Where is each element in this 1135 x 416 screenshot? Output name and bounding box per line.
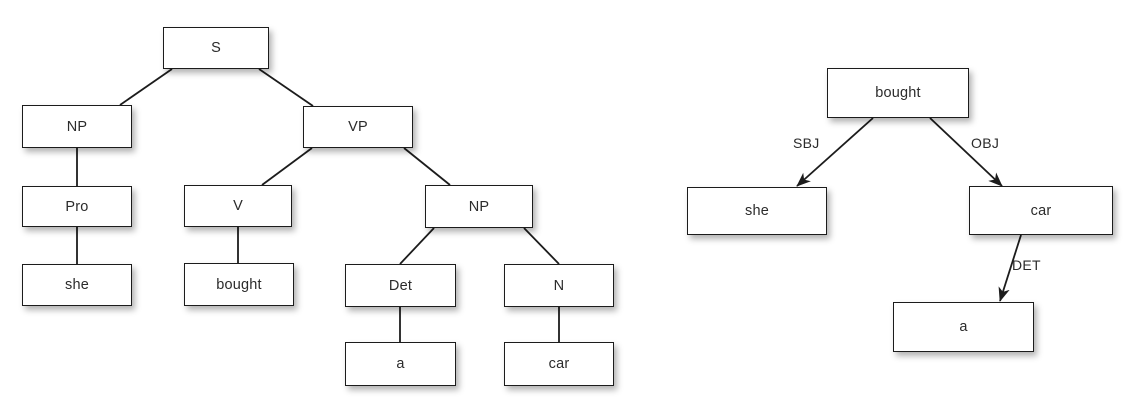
constituency-node-v[interactable]: V (184, 185, 292, 227)
constituency-edge-np2-det (399, 227, 435, 265)
node-label: she (745, 203, 769, 219)
constituency-node-a[interactable]: a (345, 342, 456, 386)
node-label: car (1030, 202, 1052, 219)
dependency-node-bought[interactable]: bought (827, 68, 969, 118)
dependency-edge-car-a (998, 234, 1022, 302)
constituency-node-car[interactable]: car (504, 342, 614, 386)
node-label: she (65, 277, 89, 293)
dependency-node-she[interactable]: she (687, 187, 827, 235)
constituency-node-n[interactable]: N (504, 264, 614, 307)
node-label: Det (388, 277, 413, 294)
dependency-node-car[interactable]: car (969, 186, 1113, 235)
constituency-edge-s-vp (258, 68, 314, 107)
node-label: NP (66, 118, 88, 135)
dependency-node-a[interactable]: a (893, 302, 1034, 352)
node-label: S (211, 40, 221, 56)
node-label: bought (216, 276, 262, 293)
node-label: V (233, 198, 243, 214)
constituency-edge-group (76, 68, 560, 342)
constituency-node-np1[interactable]: NP (22, 105, 132, 148)
dependency-edge-bought-car (929, 117, 1003, 187)
constituency-edge-vp-v (261, 147, 313, 186)
dependency-edge-label-det: DET (1012, 257, 1041, 273)
constituency-edge-s-np1 (119, 68, 173, 106)
node-label: a (959, 319, 968, 335)
constituency-edge-np2-n (523, 227, 560, 265)
constituency-node-s[interactable]: S (163, 27, 269, 69)
constituency-node-she[interactable]: she (22, 264, 132, 306)
dependency-edge-label-sbj: SBJ (793, 135, 820, 151)
node-label: car (548, 356, 570, 372)
node-label: bought (875, 85, 921, 101)
node-label: Pro (65, 198, 89, 215)
constituency-node-bought[interactable]: bought (184, 263, 294, 306)
node-label: NP (468, 198, 490, 215)
dependency-edge-bought-she (796, 117, 874, 187)
node-label: a (396, 356, 405, 372)
constituency-edge-vp-np2 (403, 147, 451, 186)
constituency-node-pro[interactable]: Pro (22, 186, 132, 227)
constituency-node-np2[interactable]: NP (425, 185, 533, 228)
node-label: N (553, 277, 565, 294)
constituency-node-det[interactable]: Det (345, 264, 456, 307)
node-label: VP (348, 119, 368, 135)
dependency-edge-group (796, 117, 1022, 302)
dependency-edge-label-obj: OBJ (971, 135, 1000, 151)
constituency-node-vp[interactable]: VP (303, 106, 413, 148)
